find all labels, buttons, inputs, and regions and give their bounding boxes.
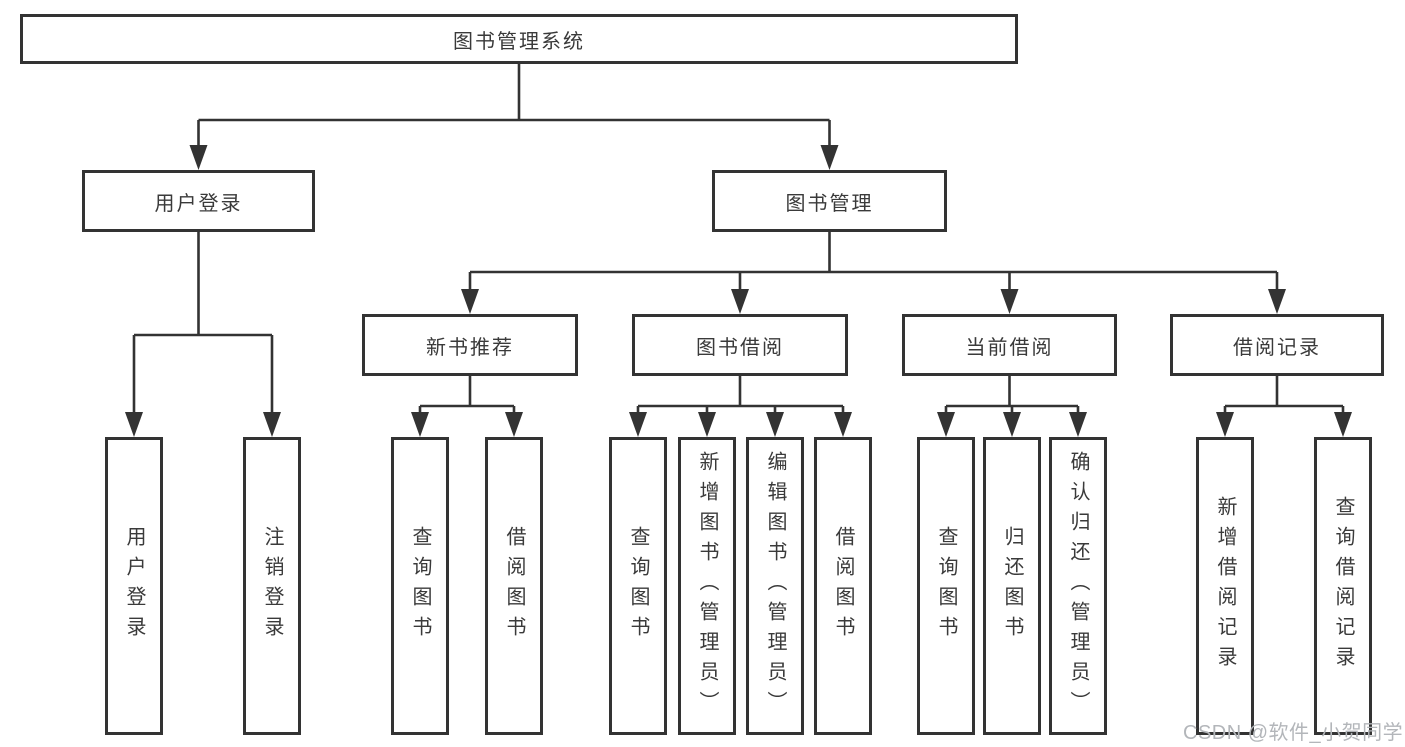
leaf-query-books-borrow: 查询图书 — [609, 437, 667, 735]
leaf-logout: 注销登录 — [243, 437, 301, 735]
watermark-text: CSDN @软件_小贺同学 — [1183, 722, 1404, 744]
node-book-management: 图书管理 — [712, 170, 947, 232]
leaf-query-borrow-record: 查询借阅记录 — [1314, 437, 1372, 735]
node-root-label: 图书管理系统 — [453, 30, 585, 53]
leaf-borrow-books-recommend: 借阅图书 — [485, 437, 543, 735]
node-current-borrow: 当前借阅 — [902, 314, 1117, 376]
node-book-borrow: 图书借阅 — [632, 314, 848, 376]
leaf-confirm-return-admin: 确认归还（管理员） — [1049, 437, 1107, 735]
node-user-login: 用户登录 — [82, 170, 315, 232]
node-book-management-label: 图书管理 — [785, 192, 874, 215]
leaf-query-books-current: 查询图书 — [917, 437, 975, 735]
leaf-confirm-return-admin-label: 确认归还（管理员） — [1067, 451, 1089, 721]
leaf-query-books-recommend-label: 查询图书 — [409, 526, 431, 646]
node-book-borrow-label: 图书借阅 — [696, 336, 784, 359]
leaf-add-book-admin-label: 新增图书（管理员） — [696, 451, 718, 721]
leaf-add-borrow-record: 新增借阅记录 — [1196, 437, 1254, 735]
leaf-return-books: 归还图书 — [983, 437, 1041, 735]
leaf-borrow-books-label: 借阅图书 — [832, 526, 854, 646]
leaf-query-borrow-record-label: 查询借阅记录 — [1332, 496, 1354, 676]
leaf-logout-label: 注销登录 — [261, 526, 283, 646]
leaf-query-books-borrow-label: 查询图书 — [627, 526, 649, 646]
node-borrow-records: 借阅记录 — [1170, 314, 1384, 376]
node-new-book-recommend-label: 新书推荐 — [426, 336, 514, 359]
leaf-edit-book-admin: 编辑图书（管理员） — [746, 437, 804, 735]
node-borrow-records-label: 借阅记录 — [1233, 336, 1321, 359]
node-current-borrow-label: 当前借阅 — [965, 336, 1054, 359]
node-root-system: 图书管理系统 — [20, 14, 1018, 64]
node-new-book-recommend: 新书推荐 — [362, 314, 578, 376]
leaf-return-books-label: 归还图书 — [1001, 526, 1023, 646]
leaf-query-books-current-label: 查询图书 — [935, 526, 957, 646]
leaf-user-login: 用户登录 — [105, 437, 163, 735]
leaf-user-login-label: 用户登录 — [123, 526, 145, 646]
node-user-login-label: 用户登录 — [154, 192, 243, 215]
leaf-borrow-books-recommend-label: 借阅图书 — [503, 526, 525, 646]
leaf-edit-book-admin-label: 编辑图书（管理员） — [764, 451, 786, 721]
leaf-query-books-recommend: 查询图书 — [391, 437, 449, 735]
leaf-add-book-admin: 新增图书（管理员） — [678, 437, 736, 735]
leaf-borrow-books: 借阅图书 — [814, 437, 872, 735]
leaf-add-borrow-record-label: 新增借阅记录 — [1214, 496, 1236, 676]
